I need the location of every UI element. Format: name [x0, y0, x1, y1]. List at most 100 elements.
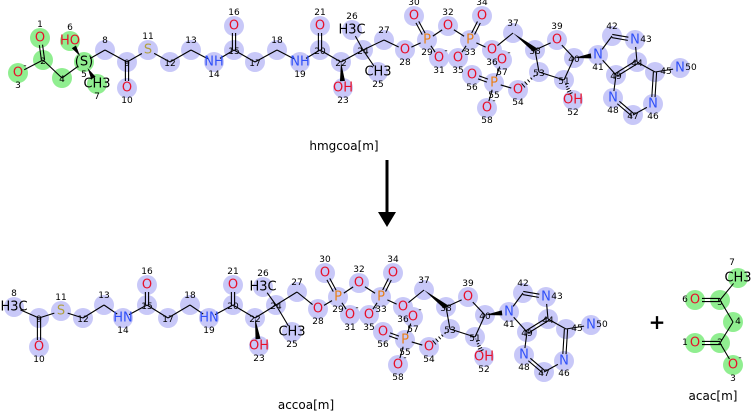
- molecule-name: accoa[m]: [278, 398, 334, 411]
- atom-label: P: [423, 33, 431, 48]
- atom-label: O: [378, 325, 388, 340]
- atom-label: HN: [113, 311, 133, 326]
- atom-number: 23: [253, 354, 264, 364]
- double-bond: [565, 329, 569, 355]
- hash-bond: [533, 75, 535, 78]
- atom-highlight: [670, 58, 690, 78]
- molecule-name: acac[m]: [689, 389, 738, 403]
- single-bond: [343, 286, 354, 294]
- single-bond: [214, 304, 234, 316]
- atom-number: 4: [59, 75, 65, 85]
- atom-label: O: [477, 9, 487, 24]
- single-bond: [383, 39, 399, 48]
- atom-label: OH: [563, 93, 583, 108]
- double-bond: [382, 278, 389, 291]
- atom-charge: -: [418, 305, 421, 315]
- single-bond: [190, 49, 209, 60]
- single-bond: [408, 289, 425, 304]
- atom-number: 21: [227, 267, 238, 277]
- single-bond: [23, 59, 44, 71]
- atom-label: O: [122, 81, 132, 96]
- single-bond: [82, 304, 105, 319]
- atom-highlight: [328, 287, 348, 307]
- atom-label: O: [690, 336, 700, 351]
- atom-number: 12: [77, 315, 88, 325]
- atom-label: H3C: [338, 23, 365, 38]
- atom-label: O: [463, 290, 473, 305]
- single-bond: [445, 299, 462, 308]
- wedge-bond: [513, 33, 537, 52]
- atom-label: CH3: [724, 271, 751, 286]
- atom-number: 11: [142, 32, 153, 42]
- single-bond: [275, 304, 289, 327]
- double-bond: [471, 21, 478, 34]
- atom-number: 40: [568, 55, 580, 65]
- atom-number: 56: [466, 83, 478, 93]
- atom-charge: -: [403, 353, 406, 363]
- atom-highlight: [138, 40, 158, 60]
- atom-highlight: [253, 277, 273, 297]
- atom-highlight: [472, 6, 492, 26]
- atom-number: 44: [631, 59, 643, 69]
- single-bond: [296, 291, 313, 306]
- atom-number: 1: [682, 338, 688, 348]
- single-bond: [411, 42, 421, 48]
- single-bond: [38, 312, 55, 319]
- hash-bond: [536, 73, 538, 75]
- atom-highlight: [395, 40, 415, 60]
- atom-number: 38: [529, 47, 541, 57]
- atom-highlight: [113, 308, 133, 328]
- atom-number: 22: [335, 59, 346, 69]
- atom-highlight: [685, 333, 705, 353]
- atom-number: 13: [185, 36, 196, 46]
- single-bond: [719, 321, 734, 344]
- atom-label: NH: [204, 55, 224, 70]
- atom-number: 51: [558, 77, 569, 87]
- atom-number: 41: [503, 320, 514, 330]
- atom-number: 10: [33, 355, 45, 365]
- atom-label: O: [142, 278, 152, 293]
- single-bond: [474, 314, 486, 338]
- atom-number: 9: [124, 59, 130, 69]
- atom-label: O: [320, 266, 330, 281]
- hash-bond: [475, 340, 478, 343]
- atom-number: 24: [357, 47, 369, 57]
- atom-number: 26: [346, 12, 358, 22]
- hash-bond: [530, 77, 533, 80]
- atom-number: 46: [558, 369, 570, 379]
- atom-number: 20: [314, 47, 326, 57]
- atom-charge: -: [507, 48, 510, 58]
- atom-number: 5: [717, 298, 723, 308]
- atom-number: 30: [319, 255, 331, 265]
- atom-highlight: [249, 336, 269, 356]
- atom-number: 2: [717, 338, 723, 348]
- hash-bond: [444, 332, 446, 335]
- atom-highlight: [310, 16, 330, 36]
- atom-number: 16: [228, 8, 240, 18]
- single-bond: [719, 342, 730, 360]
- atom-highlight: [429, 48, 449, 68]
- atom-label: O: [690, 293, 700, 308]
- single-bond: [275, 291, 298, 306]
- single-bond: [602, 59, 617, 76]
- atom-highlight: [137, 275, 157, 295]
- double-bond: [527, 319, 550, 334]
- single-bond: [719, 283, 734, 301]
- atom-number: 11: [55, 293, 66, 303]
- atom-number: 10: [121, 96, 133, 106]
- atom-number: 13: [98, 291, 109, 301]
- atom-number: 44: [542, 316, 554, 326]
- atom-number: 31: [433, 66, 444, 76]
- hash-bond: [476, 342, 480, 345]
- single-bond: [512, 292, 524, 307]
- atom-label: N: [541, 290, 551, 305]
- hash-bond: [521, 83, 526, 88]
- atom-number: 9: [36, 315, 42, 325]
- wedge-bond: [87, 68, 96, 80]
- atom-number: 43: [640, 35, 651, 45]
- atom-highlight: [448, 48, 468, 68]
- atom-label: OH: [333, 81, 353, 96]
- atom-number: 52: [567, 108, 578, 118]
- atom-label: N: [675, 61, 685, 76]
- single-bond: [547, 318, 567, 330]
